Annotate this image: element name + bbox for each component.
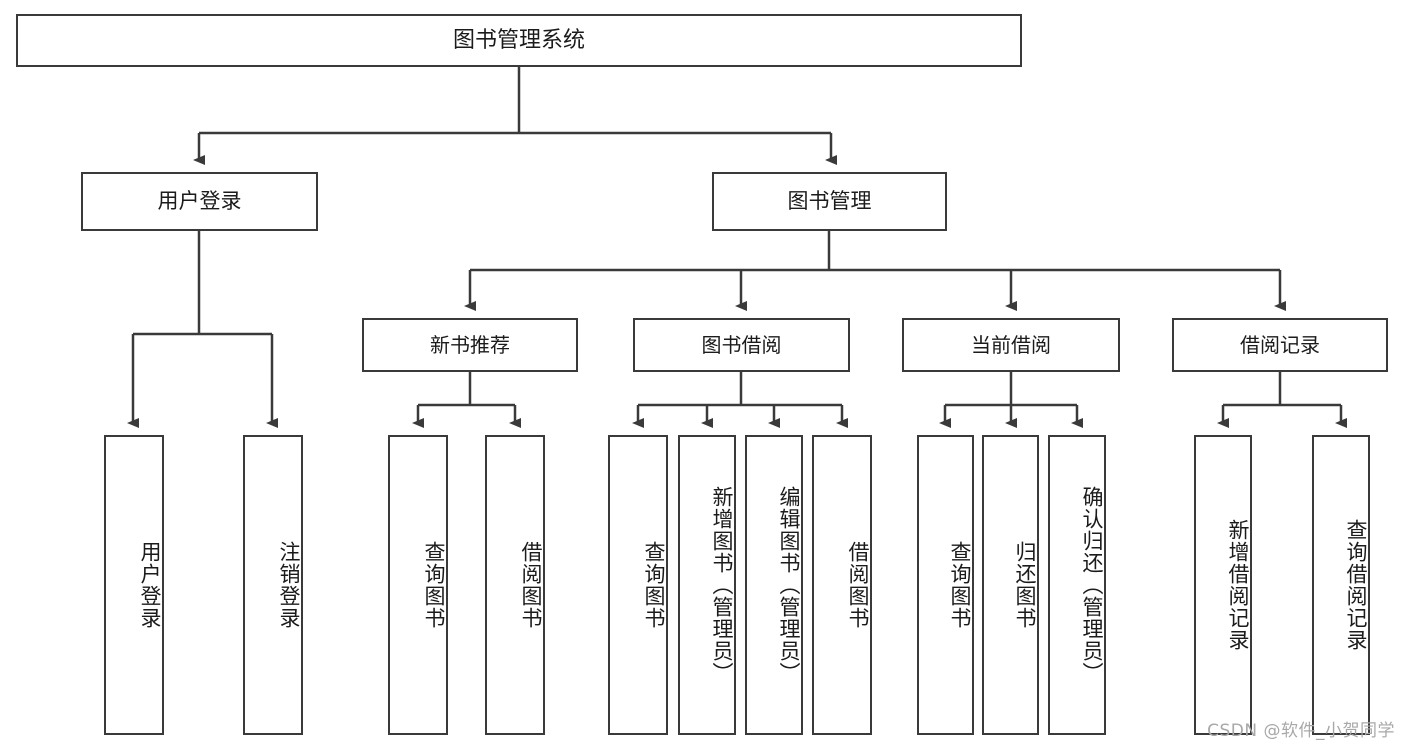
leaf-borrow-book-1-label: 借阅图书 <box>519 541 543 629</box>
node-book-management-label: 图书管理 <box>787 189 872 214</box>
node-root[interactable]: 图书管理系统 <box>16 14 1022 67</box>
node-borrow-record[interactable]: 借阅记录 <box>1172 318 1388 372</box>
leaf-user-login[interactable]: 用户登录 <box>104 435 164 735</box>
node-user-login[interactable]: 用户登录 <box>81 172 318 231</box>
node-book-borrow-label: 图书借阅 <box>701 332 782 357</box>
node-current-borrow-label: 当前借阅 <box>971 332 1051 357</box>
node-current-borrow[interactable]: 当前借阅 <box>902 318 1120 372</box>
leaf-add-book-label: 新增图书（管理员） <box>710 486 734 684</box>
leaf-query-book-1-label: 查询图书 <box>422 541 446 629</box>
leaf-borrow-book-2-label: 借阅图书 <box>846 541 870 629</box>
leaf-edit-book-label: 编辑图书（管理员） <box>777 486 801 684</box>
leaf-add-book[interactable]: 新增图书（管理员） <box>678 435 736 735</box>
node-user-login-label: 用户登录 <box>157 189 242 214</box>
node-book-management[interactable]: 图书管理 <box>712 172 947 231</box>
leaf-query-book-3[interactable]: 查询图书 <box>917 435 974 735</box>
watermark: CSDN @软件_小贺同学 <box>1207 721 1395 741</box>
leaf-add-record-label: 新增借阅记录 <box>1226 519 1250 651</box>
leaf-query-book-3-label: 查询图书 <box>948 541 972 629</box>
leaf-borrow-book-1[interactable]: 借阅图书 <box>485 435 545 735</box>
leaf-query-record[interactable]: 查询借阅记录 <box>1312 435 1370 735</box>
leaf-query-record-label: 查询借阅记录 <box>1344 519 1368 651</box>
leaf-confirm-return-label: 确认归还（管理员） <box>1080 486 1104 684</box>
leaf-add-record[interactable]: 新增借阅记录 <box>1194 435 1252 735</box>
leaf-confirm-return[interactable]: 确认归还（管理员） <box>1048 435 1106 735</box>
leaf-logout-label: 注销登录 <box>277 541 301 629</box>
node-root-label: 图书管理系统 <box>452 27 585 53</box>
node-book-borrow[interactable]: 图书借阅 <box>633 318 850 372</box>
leaf-user-login-label: 用户登录 <box>138 541 162 629</box>
node-borrow-record-label: 借阅记录 <box>1240 332 1320 357</box>
leaf-logout[interactable]: 注销登录 <box>243 435 303 735</box>
leaf-query-book-2[interactable]: 查询图书 <box>608 435 668 735</box>
leaf-query-book-1[interactable]: 查询图书 <box>388 435 448 735</box>
node-new-book-recommend-label: 新书推荐 <box>430 332 510 357</box>
leaf-return-book-label: 归还图书 <box>1013 541 1037 629</box>
leaf-query-book-2-label: 查询图书 <box>642 541 666 629</box>
node-new-book-recommend[interactable]: 新书推荐 <box>362 318 578 372</box>
leaf-edit-book[interactable]: 编辑图书（管理员） <box>745 435 803 735</box>
leaf-borrow-book-2[interactable]: 借阅图书 <box>812 435 872 735</box>
leaf-return-book[interactable]: 归还图书 <box>982 435 1039 735</box>
